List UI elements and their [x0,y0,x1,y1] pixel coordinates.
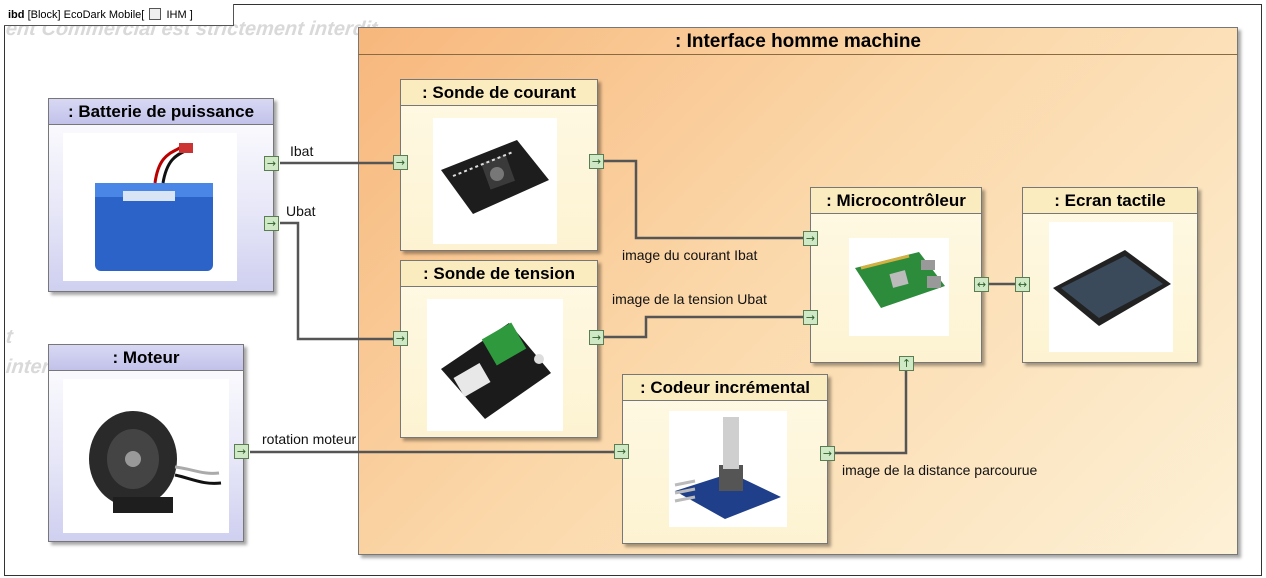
motor-photo-icon [63,379,229,533]
hmi-title: : Interface homme machine [358,28,1238,55]
block-sonde-tension[interactable]: : Sonde de tension [400,260,598,438]
block-microcontroleur[interactable]: : Microcontrôleur [810,187,982,363]
bracket-close: ] [189,9,193,21]
connector-ubat [280,221,394,341]
block-name: EcoDark Mobile [63,9,142,21]
connector-label-ibat: Ibat [290,143,314,159]
block-tag: [Block] [27,9,61,21]
diagram-kind: ibd [8,9,25,21]
port-batterie-ibat[interactable]: → [264,156,279,171]
voltage-sensor-photo-icon [427,299,563,431]
current-sensor-photo-icon [433,118,557,244]
diagram-frame-tab: ibd [Block] EcoDark Mobile[ IHM ] [4,4,234,26]
port-sonde-courant-out[interactable]: → [589,154,604,169]
connector-image-courant [604,159,804,240]
block-sonde-courant[interactable]: : Sonde de courant [400,79,598,251]
connector-label-image-courant: image du courant Ibat [622,247,758,263]
diagram-name: IHM [166,9,187,21]
block-title: : Sonde de tension [401,261,597,287]
port-moteur-rotation[interactable]: → [234,444,249,459]
block-ecran[interactable]: : Ecran tactile [1022,187,1198,363]
port-codeur-out[interactable]: → [820,446,835,461]
block-codeur[interactable]: : Codeur incrémental [622,374,828,544]
connector-image-tension [604,315,804,339]
rotary-encoder-photo-icon [669,411,787,527]
block-title: : Sonde de courant [401,80,597,106]
port-ecran-micro[interactable]: ↔ [1015,277,1030,292]
diagram-frame [4,4,1262,576]
block-title: : Codeur incrémental [623,375,827,401]
connector-label-ubat: Ubat [286,203,316,219]
port-micro-distance[interactable]: ↑ [899,356,914,371]
port-micro-tension[interactable]: → [803,310,818,325]
connector-label-image-tension: image de la tension Ubat [612,291,767,307]
connector-image-distance [834,369,908,455]
block-moteur[interactable]: : Moteur [48,344,244,542]
port-sonde-tension-in[interactable]: → [393,331,408,346]
port-codeur-in[interactable]: → [614,444,629,459]
port-sonde-tension-out[interactable]: → [589,330,604,345]
port-micro-ecran[interactable]: ↔ [974,277,989,292]
port-micro-courant[interactable]: → [803,231,818,246]
raspberry-pi-photo-icon [849,238,949,336]
connector-label-image-distance: image de la distance parcourue [842,462,1038,478]
connector-label-rotation: rotation moteur [262,431,357,447]
bracket-open: [ [141,9,145,21]
block-title: : Batterie de puissance [49,99,273,125]
block-title: : Ecran tactile [1023,188,1197,214]
touchscreen-photo-icon [1049,222,1173,352]
block-batterie[interactable]: : Batterie de puissance [48,98,274,292]
block-title: : Moteur [49,345,243,371]
ibd-diagram-icon [149,8,162,21]
port-batterie-ubat[interactable]: → [264,216,279,231]
port-sonde-courant-in[interactable]: → [393,155,408,170]
block-title: : Microcontrôleur [811,188,981,214]
battery-photo-icon [63,133,237,281]
